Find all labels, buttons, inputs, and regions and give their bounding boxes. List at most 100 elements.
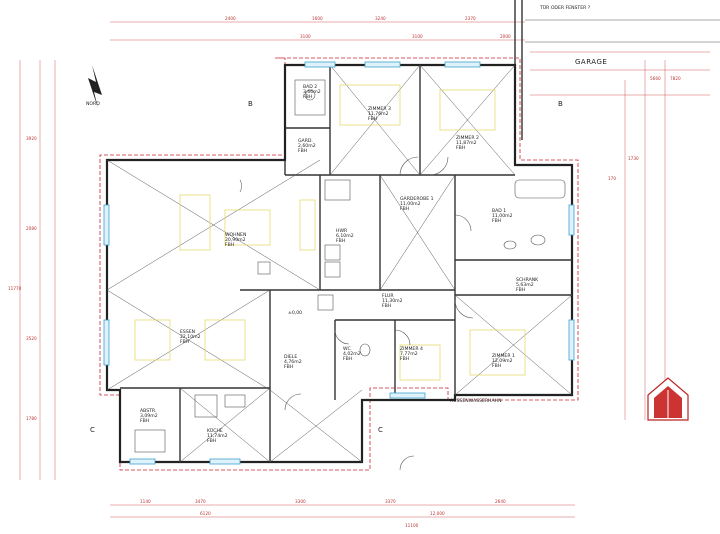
svg-text:5,63m2: 5,63m2 [516, 282, 534, 288]
svg-text:WC: WC [343, 346, 351, 352]
svg-text:GARDEROBE 1: GARDEROBE 1 [400, 196, 434, 202]
svg-text:11770: 11770 [8, 286, 22, 291]
svg-text:SCHRANK: SCHRANK [516, 277, 539, 283]
interior-walls [120, 65, 572, 462]
room-label-zimmer1: ZIMMER 1 12,09m2 FBH [492, 353, 515, 369]
room-label-garderobe2: GARD. 2,60m2 FBH [298, 138, 316, 154]
north-arrow-icon [88, 65, 102, 108]
svg-text:3370: 3370 [385, 499, 396, 504]
plan-notes: AUSSENWASSERHAHN ±0,00 [288, 310, 502, 404]
svg-text:FBH: FBH [400, 206, 409, 212]
svg-text:4,76m2: 4,76m2 [284, 359, 302, 365]
svg-text:3,66m2: 3,66m2 [303, 89, 321, 95]
svg-text:FBH: FBH [516, 287, 525, 293]
svg-text:FBH: FBH [207, 438, 216, 444]
windows [103, 61, 575, 465]
section-mark: C [90, 426, 95, 434]
room-label-zimmer3: ZIMMER 3 11,76m2 FBH [368, 106, 391, 122]
svg-text:1600: 1600 [312, 16, 323, 21]
room-label-flur: FLUR 11,30m2 FBH [382, 293, 403, 309]
garage-label: GARAGE [575, 58, 607, 66]
svg-text:1780: 1780 [26, 416, 37, 421]
svg-text:BAD 2: BAD 2 [303, 84, 317, 90]
room-label-wohnen: WOHNEN 20,90m2 FBH [225, 232, 246, 248]
svg-text:FBH: FBH [343, 356, 352, 362]
svg-text:2000: 2000 [500, 34, 511, 39]
svg-text:11,00m2: 11,00m2 [492, 213, 513, 219]
svg-text:FBH: FBH [140, 418, 149, 424]
construction-outline [99, 57, 579, 471]
aussenwasserhahn-note: AUSSENWASSERHAHN [450, 398, 502, 404]
svg-text:ZIMMER 4: ZIMMER 4 [400, 346, 423, 352]
svg-text:3920: 3920 [26, 136, 37, 141]
svg-text:11,30m2: 11,30m2 [382, 298, 403, 304]
room-labels: WOHNEN 20,90m2 FBH HWR 6,10m2 FBH GARDER… [140, 84, 539, 444]
room-label-diele: DIELE 4,76m2 FBH [284, 354, 302, 370]
svg-text:3100: 3100 [412, 34, 423, 39]
svg-text:FBH: FBH [492, 218, 501, 224]
dimension-lines [19, 21, 710, 518]
svg-text:FBH: FBH [303, 94, 312, 100]
room-label-zimmer2: ZIMMER 2 11,87m2 FBH [456, 135, 479, 151]
svg-text:FBH: FBH [400, 356, 409, 362]
exterior-walls [105, 63, 574, 464]
svg-text:1730: 1730 [628, 156, 639, 161]
room-label-essen: ESSEN 22,10m2 FBH [180, 329, 201, 345]
svg-text:FBH: FBH [456, 145, 465, 151]
svg-text:11,87m2: 11,87m2 [456, 140, 477, 146]
svg-text:3,09m2: 3,09m2 [140, 413, 158, 419]
svg-text:12,09m2: 12,09m2 [492, 358, 513, 364]
svg-text:FBH: FBH [492, 363, 501, 369]
svg-text:ZIMMER 3: ZIMMER 3 [368, 106, 391, 112]
svg-text:5660: 5660 [650, 76, 661, 81]
svg-text:ESSEN: ESSEN [180, 329, 195, 335]
svg-text:3300: 3300 [295, 499, 306, 504]
svg-text:4,02m2: 4,02m2 [343, 351, 361, 357]
svg-text:WOHNEN: WOHNEN [225, 232, 246, 238]
room-label-wc: WC 4,02m2 FBH [343, 346, 361, 362]
svg-text:11,00m2: 11,00m2 [400, 201, 421, 207]
svg-text:FBH: FBH [225, 242, 234, 248]
svg-text:2,60m2: 2,60m2 [298, 143, 316, 149]
dimension-labels: 2400 1600 3240 2370 3100 3100 2000 1140 … [8, 16, 681, 528]
header-labels: GARAGE TÜR ODER FENSTER ? NORD [86, 4, 607, 107]
door-note: TÜR ODER FENSTER ? [539, 4, 591, 11]
room-label-schrank: SCHRANK 5,63m2 FBH [516, 277, 539, 293]
svg-text:6,10m2: 6,10m2 [336, 233, 354, 239]
svg-text:7,77m2: 7,77m2 [400, 351, 418, 357]
svg-text:170: 170 [608, 176, 616, 181]
svg-text:3100: 3100 [300, 34, 311, 39]
svg-text:FBH: FBH [284, 364, 293, 370]
level-note: ±0,00 [288, 310, 302, 316]
svg-text:FBH: FBH [336, 238, 345, 244]
section-mark: C [378, 426, 383, 434]
room-diagonals [106, 64, 573, 463]
svg-text:BAD 1: BAD 1 [492, 208, 506, 214]
svg-text:11,74m2: 11,74m2 [207, 433, 228, 439]
svg-text:3470: 3470 [195, 499, 206, 504]
svg-text:FBH: FBH [368, 116, 377, 122]
svg-text:2370: 2370 [465, 16, 476, 21]
svg-text:12,000: 12,000 [430, 511, 445, 516]
svg-text:FBH: FBH [298, 148, 307, 154]
house-logo-icon [647, 377, 689, 421]
svg-text:FLUR: FLUR [382, 293, 394, 299]
room-label-bad2: BAD 2 3,66m2 FBH [303, 84, 321, 100]
svg-text:2080: 2080 [26, 226, 37, 231]
svg-text:ABSTR.: ABSTR. [140, 408, 156, 414]
section-mark: B [558, 100, 563, 108]
svg-text:3240: 3240 [375, 16, 386, 21]
fixtures [134, 79, 566, 453]
svg-text:HWR: HWR [336, 228, 348, 234]
svg-text:ZIMMER 2: ZIMMER 2 [456, 135, 479, 141]
svg-text:DIELE: DIELE [284, 354, 297, 360]
door-swings [239, 156, 474, 471]
section-mark: B [248, 100, 253, 108]
svg-text:2640: 2640 [495, 499, 506, 504]
section-marks: B B C C [90, 100, 563, 434]
svg-text:11,76m2: 11,76m2 [368, 111, 389, 117]
room-label-bad1: BAD 1 11,00m2 FBH [492, 208, 513, 224]
svg-text:ZIMMER 1: ZIMMER 1 [492, 353, 515, 359]
